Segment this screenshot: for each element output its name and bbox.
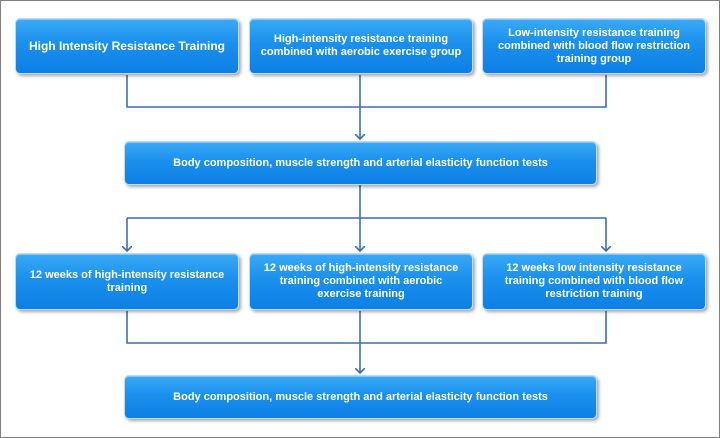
intervention-high-intensity-box: 12 weeks of high-intensity resistance tr… <box>15 253 239 310</box>
tests-after-box: Body composition, muscle strength and ar… <box>124 375 597 419</box>
connector-row2-left <box>126 311 360 344</box>
group-aerobic-box: High-intensity resistance training combi… <box>249 18 473 74</box>
tests-before-box: Body composition, muscle strength and ar… <box>124 141 597 185</box>
intervention-aerobic-box: 12 weeks of high-intensity resistance tr… <box>249 253 473 310</box>
intervention-blood-flow-box: 12 weeks low intensity resistance traini… <box>482 253 706 310</box>
group-high-intensity-box: High Intensity Resistance Training <box>15 18 239 74</box>
connector-row1-right <box>360 75 607 108</box>
group-blood-flow-box: Low-intensity resistance training combin… <box>482 18 706 74</box>
connector-row1-left <box>126 75 360 108</box>
connector-row2-right <box>360 311 607 344</box>
